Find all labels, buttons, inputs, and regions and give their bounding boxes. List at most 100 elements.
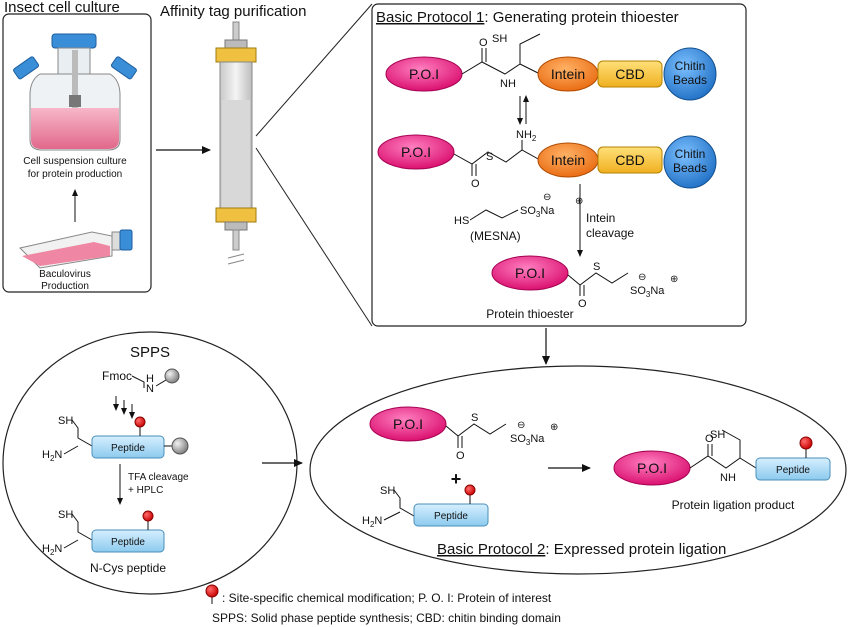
modification-pin-icon xyxy=(464,484,476,496)
chitin-label-line1: Chitin xyxy=(675,147,706,161)
protocol2-panel: P.O.I O S SO3Na ⊖ ⊕ + SH H2N Peptide P.O… xyxy=(309,365,847,575)
spps-title: SPPS xyxy=(130,344,170,361)
spps-h-text: H xyxy=(42,449,50,461)
culture-flask-icon xyxy=(19,229,133,269)
peptide-label: Peptide xyxy=(111,537,145,548)
lig-sh: SH xyxy=(380,485,395,497)
ligation-so3na-label: SO3Na xyxy=(510,433,545,447)
affinity-column-icon xyxy=(215,21,257,265)
thiol-sh-label: SH xyxy=(492,33,507,45)
mesna-name: (MESNA) xyxy=(470,229,521,243)
culture-caption-line1: Cell suspension culture xyxy=(23,156,127,167)
product-o: O xyxy=(705,433,714,445)
chitin-bead xyxy=(663,135,717,189)
fusion-protein-row1: P.O.I O NH SH Intein CBD Chitin Beads xyxy=(385,33,717,101)
thioester-caption: Protein thioester xyxy=(486,307,573,321)
poi-ellipse xyxy=(377,134,455,170)
thioester-s-label: S xyxy=(486,151,493,163)
zoom-line-bottom xyxy=(255,147,373,327)
carbonyl-o-label: O xyxy=(479,37,488,49)
mesna-plus: ⊕ xyxy=(575,196,583,207)
cbd-box xyxy=(597,146,663,174)
product-so3na-label: SO3Na xyxy=(630,285,665,299)
lig-h2n: H2N xyxy=(362,515,382,529)
protocol2-title: Basic Protocol 2: Expressed protein liga… xyxy=(437,541,726,558)
protocol2-title-rest: : Expressed protein ligation xyxy=(545,541,726,558)
modification-pin-icon xyxy=(799,436,813,450)
cbd-box xyxy=(597,60,663,88)
peptide-box xyxy=(91,529,165,553)
peptide-box xyxy=(413,503,489,527)
chitin-label-line2: Beads xyxy=(673,161,707,175)
protocol1-title: Basic Protocol 1: Generating protein thi… xyxy=(376,9,679,26)
protein-thioester: P.O.I O S SO3Na ⊖ ⊕ xyxy=(491,255,678,310)
spps-h2n-label: H2N xyxy=(42,449,62,463)
peptide-label: Peptide xyxy=(434,511,468,522)
peptide-label: Peptide xyxy=(776,465,810,476)
poi-label: P.O.I xyxy=(515,265,545,281)
poi-label: P.O.I xyxy=(401,144,431,160)
product-nh: NH xyxy=(720,472,736,484)
fmoc-h: H xyxy=(146,373,154,385)
resin-bead-icon xyxy=(171,437,189,455)
product-plus: ⊕ xyxy=(670,274,678,285)
protocol2-title-underlined: Basic Protocol 2 xyxy=(437,541,545,558)
intein-label: Intein xyxy=(551,66,585,82)
mesna-so-text: SO xyxy=(520,205,536,217)
ligation-minus: ⊖ xyxy=(517,420,525,431)
poi-ellipse xyxy=(369,406,447,442)
chitin-label-line2: Beads xyxy=(673,73,707,87)
ligation-product-caption: Protein ligation product xyxy=(672,498,795,512)
spps-sh-label: SH xyxy=(58,415,73,427)
chitin-label-line1: Chitin xyxy=(675,59,706,73)
cleavage-label-line1: Intein xyxy=(586,211,615,225)
amine-nh2-label: NH2 xyxy=(516,129,537,143)
poi-label: P.O.I xyxy=(637,460,667,476)
ligation-plus: ⊕ xyxy=(550,422,558,433)
affinity-panel: Affinity tag purification xyxy=(160,3,306,265)
ligation-ncys-peptide: SH H2N Peptide xyxy=(362,484,489,529)
chitin-bead xyxy=(663,47,717,101)
ligation-so-text: SO xyxy=(510,433,526,445)
ncys-caption: N-Cys peptide xyxy=(90,561,166,575)
mesna-so3na-label: SO3Na xyxy=(520,205,555,219)
ligation-thioester: P.O.I O S SO3Na ⊖ ⊕ xyxy=(369,406,558,462)
resin-bound-peptide: SH H2N Peptide xyxy=(42,415,189,463)
mesna-minus: ⊖ xyxy=(543,192,551,203)
legend-line1: : Site-specific chemical modification; P… xyxy=(222,591,552,605)
thioester-o-label: O xyxy=(471,178,480,190)
fusion-protein-row2: P.O.I O S NH2 Intein CBD Chitin Beads xyxy=(377,129,717,190)
tfa-label-line1: TFA cleavage xyxy=(128,472,189,483)
ncys-h2n-label: H2N xyxy=(42,543,62,557)
legend-line2: SPPS: Solid phase peptide synthesis; CBD… xyxy=(212,611,561,625)
equilibrium-arrows xyxy=(517,95,529,125)
spinner-flask-icon xyxy=(13,33,137,151)
product-so-text: SO xyxy=(630,285,646,297)
protocol1-title-rest: : Generating protein thioester xyxy=(484,9,678,26)
mesna-hs-label: HS xyxy=(454,215,469,227)
cbd-label: CBD xyxy=(615,152,645,168)
amine-nh2-text: NH xyxy=(516,129,532,141)
amide-nh-label: NH xyxy=(500,78,516,90)
peptide-box xyxy=(91,435,165,459)
insect-culture-panel: Insect cell culture Cell suspension cult… xyxy=(2,0,152,293)
ncys-sh-label: SH xyxy=(58,509,73,521)
resin-bead-icon xyxy=(164,368,180,384)
culture-caption-line2: for protein production xyxy=(28,169,123,180)
peptide-box xyxy=(755,457,831,481)
plus-sign: + xyxy=(451,469,462,489)
poi-ellipse xyxy=(491,255,569,291)
peptide-label: Peptide xyxy=(111,443,145,454)
modification-pin-icon xyxy=(142,510,154,522)
zoom-line-top xyxy=(255,3,373,137)
legend: : Site-specific chemical modification; P… xyxy=(205,584,561,625)
product-minus: ⊖ xyxy=(638,272,646,283)
poi-label: P.O.I xyxy=(393,416,423,432)
spps-panel: SPPS Fmoc N H SH H2N Peptide TFA cleavag… xyxy=(2,331,298,595)
spps-step-arrows xyxy=(113,396,135,419)
modification-pin-icon xyxy=(205,584,219,598)
baculovirus-caption-line1: Baculovirus xyxy=(39,269,91,280)
cleavage-label-line2: cleavage xyxy=(586,226,634,240)
protocol1-title-underlined: Basic Protocol 1 xyxy=(376,9,484,26)
protocol1-panel: Basic Protocol 1: Generating protein thi… xyxy=(371,3,747,327)
